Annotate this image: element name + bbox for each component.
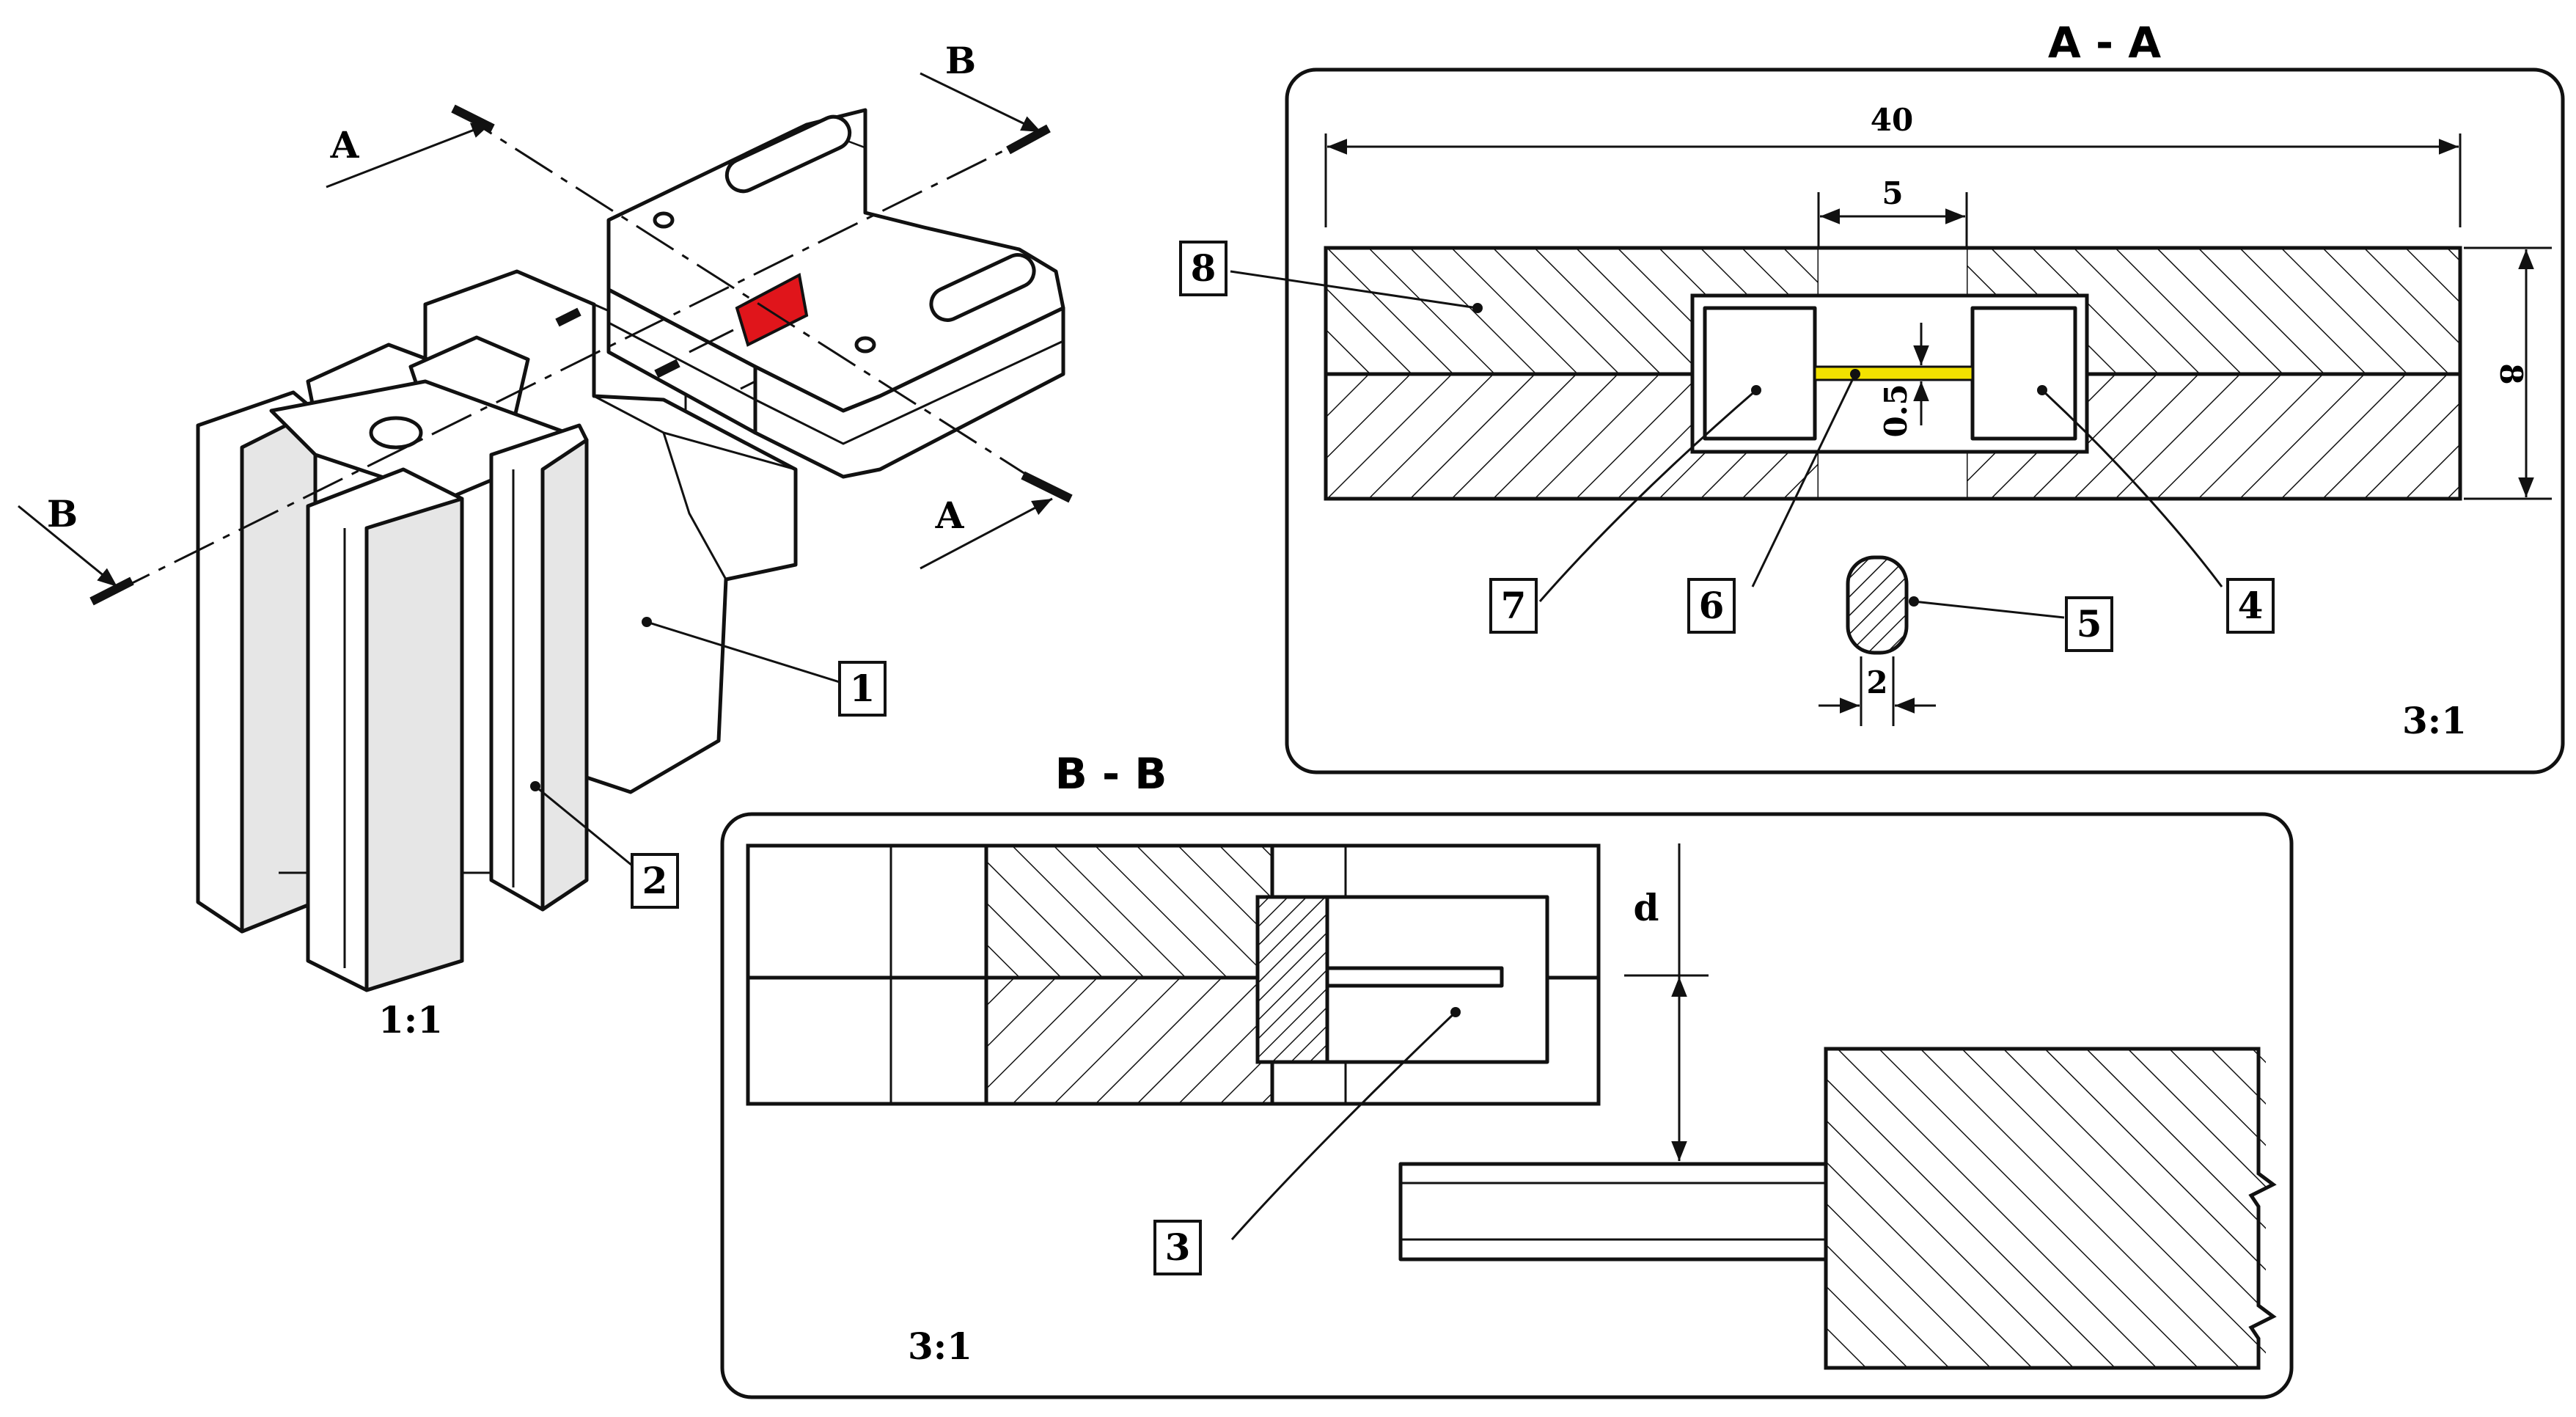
section-b-b-body [746, 843, 1601, 1106]
cut-label-a-top: A [330, 123, 360, 166]
section-line-a [454, 109, 1042, 486]
callout-7: 7 [1501, 584, 1527, 627]
callout-2: 2 [642, 859, 668, 902]
part-7-pocket [1703, 306, 1817, 441]
cut-label-b-bottom: B [47, 492, 78, 535]
upper-clamp-plates [606, 108, 1065, 479]
cut-label-b-top: B [945, 39, 976, 82]
section-b-b-title: B - B [1055, 749, 1167, 799]
part-5-pin [1846, 555, 1909, 655]
view-arrow-b-bottom [18, 505, 118, 588]
iso-scale-label: 1:1 [378, 998, 443, 1041]
dim-diameter-2: 2 [1866, 664, 1887, 700]
callout-1: 1 [850, 667, 876, 710]
section-mark-b-bottom [89, 576, 134, 606]
view-arrow-a-bottom [920, 497, 1053, 570]
detail-block-hatched [1824, 1047, 2277, 1370]
view-arrow-b-top [920, 72, 1042, 133]
part-4-pocket [1970, 306, 2077, 441]
insert-slot [1325, 966, 1504, 988]
dim-gap-5: 5 [1882, 175, 1903, 211]
section-b-b-scale: 3:1 [908, 1325, 972, 1368]
detail-rod [1398, 1162, 1828, 1262]
section-b-b: B - B d 3 3:1 [720, 749, 2294, 1399]
dim-distance-d: d [1634, 886, 1659, 929]
callout-4: 4 [2238, 584, 2264, 627]
part-6-yellow-strip [1813, 365, 1974, 381]
section-a-a-frame [1285, 67, 2565, 775]
part-2-profile [196, 335, 589, 992]
dim-thickness-0-5: 0.5 [1878, 384, 1914, 437]
section-a-a-scale: 3:1 [2402, 699, 2467, 742]
section-mark-b-top [1006, 124, 1051, 155]
section-a-a: A - A 40 5 8 0.5 [1179, 18, 2565, 775]
section-mark-a-bottom [1021, 471, 1073, 503]
callout-6: 6 [1699, 584, 1725, 627]
cut-label-a-bottom: A [935, 494, 965, 537]
red-highlight-slot [735, 272, 809, 347]
callout-3: 3 [1165, 1226, 1191, 1269]
callout-8: 8 [1191, 246, 1217, 290]
section-a-a-title: A - A [2048, 18, 2161, 67]
dim-width-40: 40 [1871, 102, 1913, 138]
section-line-b [109, 138, 1027, 596]
insert-clamp-hatched [1255, 895, 1329, 1064]
dim-height-8: 8 [2493, 363, 2529, 384]
view-arrow-a-top [326, 122, 492, 188]
callout-5: 5 [2077, 602, 2102, 645]
isometric-view: A A B B 1 2 1:1 [18, 39, 1073, 1041]
section-b-b-frame [720, 812, 2294, 1399]
